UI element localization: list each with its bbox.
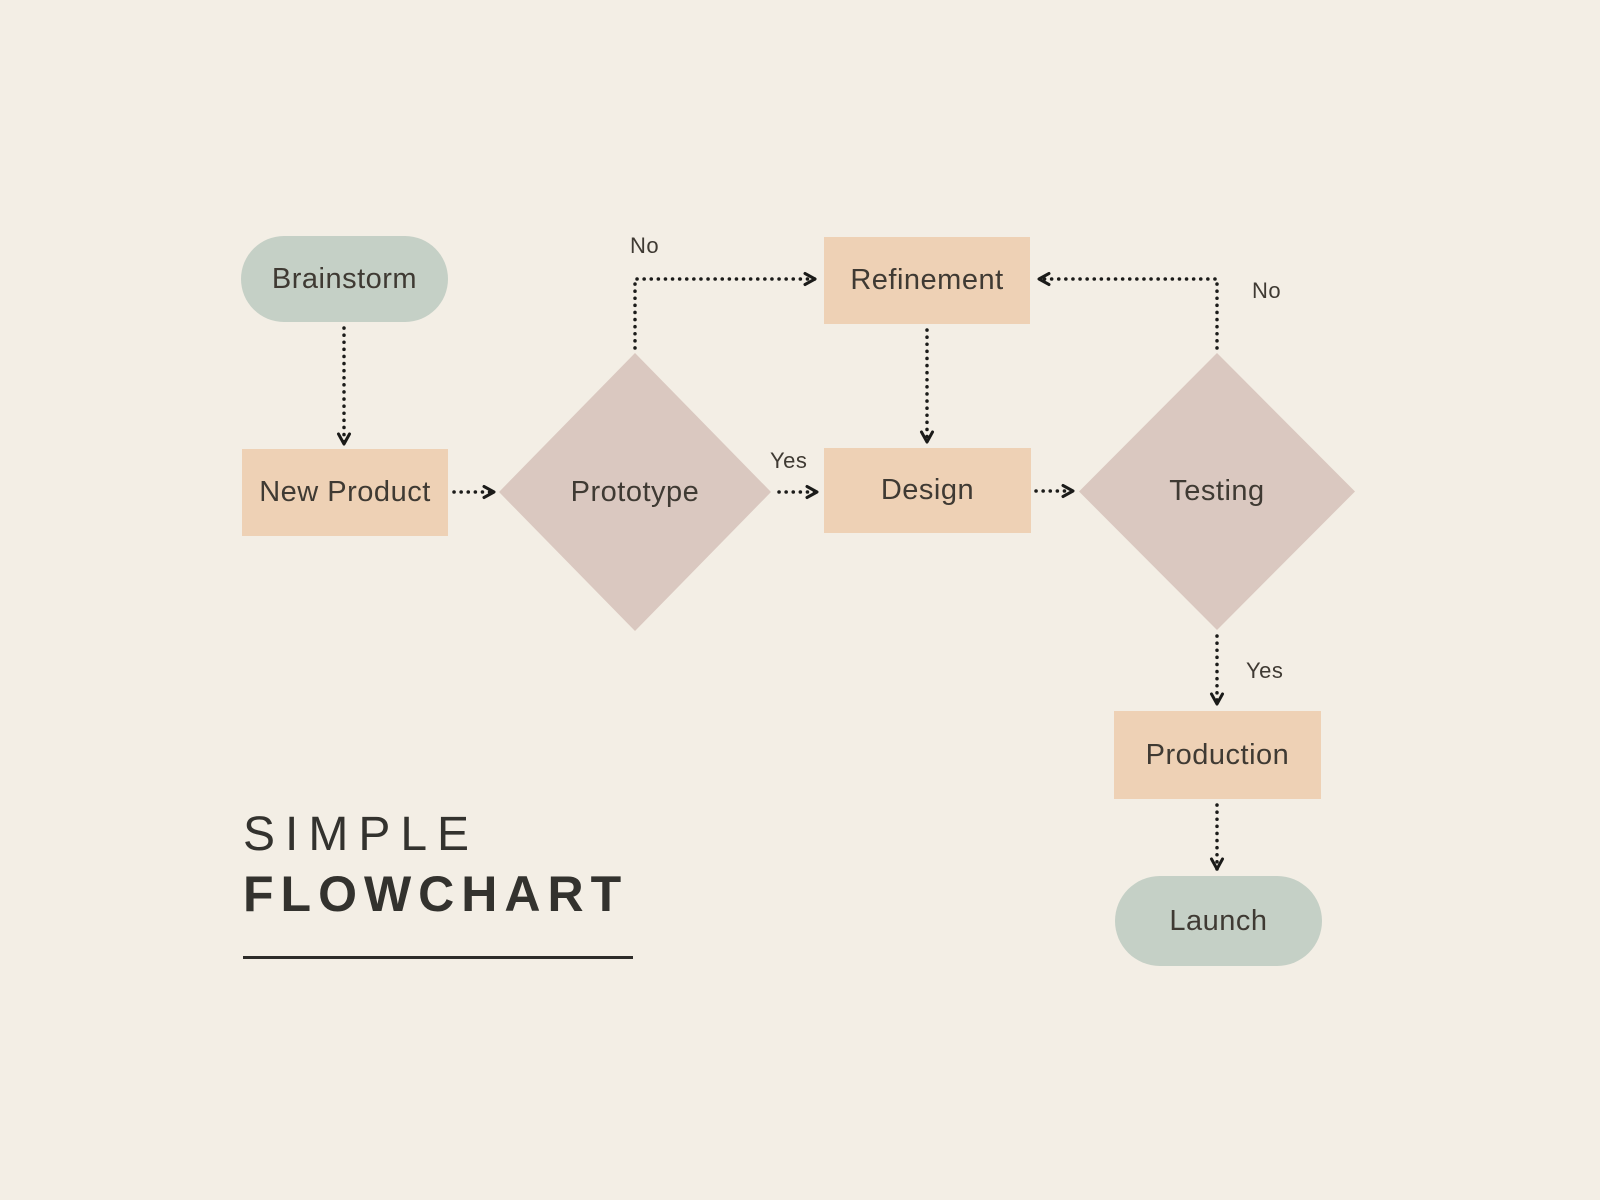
node-testing-label: Testing: [1169, 475, 1265, 507]
title-line-2: FLOWCHART: [243, 866, 629, 922]
edge-testing-no-to-refinement: [1037, 272, 1219, 350]
node-refinement-label: Refinement: [850, 264, 1004, 296]
node-testing: Testing: [1079, 353, 1355, 630]
node-prototype: Prototype: [499, 353, 771, 631]
node-refinement: Refinement: [824, 237, 1030, 324]
node-launch: Launch: [1115, 876, 1322, 966]
node-brainstorm-label: Brainstorm: [271, 262, 418, 295]
title-line-1: SIMPLE: [243, 808, 480, 861]
node-prototype-label: Prototype: [570, 475, 700, 508]
edge-label-testing-no: No: [1252, 278, 1282, 303]
title-underline: [243, 956, 633, 959]
edge-label-prototype-no: No: [630, 233, 660, 258]
node-design: Design: [824, 448, 1031, 533]
node-launch-label: Launch: [1169, 904, 1268, 937]
node-brainstorm: Brainstorm: [241, 236, 448, 322]
title-block: SIMPLE FLOWCHART: [243, 806, 628, 924]
edge-label-prototype-yes: Yes: [770, 448, 808, 473]
node-new-product: New Product: [242, 449, 448, 536]
edge-label-testing-yes: Yes: [1246, 658, 1284, 683]
node-new-product-label: New Product: [259, 476, 431, 508]
edge-prototype-no-to-refinement: [633, 272, 817, 350]
node-production-label: Production: [1145, 738, 1290, 771]
node-design-label: Design: [880, 474, 975, 506]
node-production: Production: [1114, 711, 1321, 799]
